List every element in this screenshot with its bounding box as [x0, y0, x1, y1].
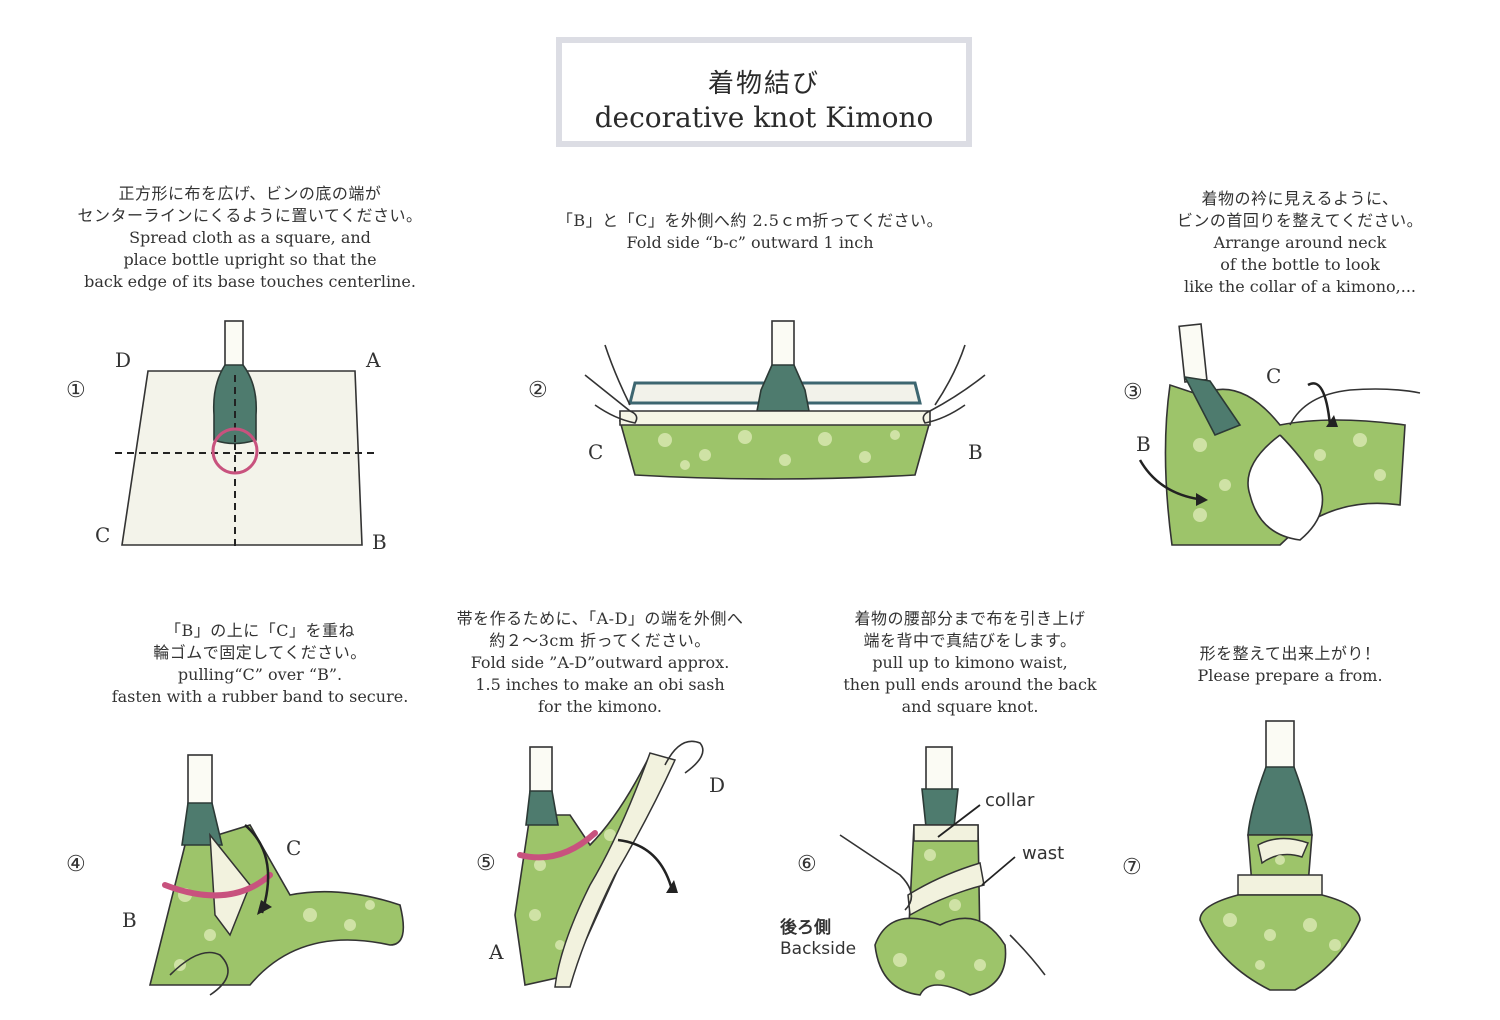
annotation-backside-en: Backside [780, 939, 857, 959]
caption-line: pull up to kimono waist, [872, 653, 1068, 672]
caption-line: then pull ends around the back [843, 675, 1097, 694]
caption-line: Fold side “b-c” outward 1 inch [626, 233, 874, 252]
annotation-collar: collar [985, 790, 1035, 811]
step-7-illustration [1199, 720, 1361, 991]
annotation-backside-jp: 後ろ側 [780, 918, 831, 938]
caption-line: 1.5 inches to make an obi sash [475, 675, 725, 694]
step-4-caption: 「B」の上に「C」を重ね 輪ゴムで固定してください。 pulling“C” ov… [80, 620, 440, 708]
caption-line: and square knot. [901, 697, 1039, 716]
caption-line: like the collar of a kimono,... [1183, 277, 1417, 296]
corner-label-d: D [115, 348, 132, 372]
step-5-number: ⑤ [476, 851, 496, 876]
caption-line: back edge of its base touches centerline… [84, 272, 416, 291]
edge-label-b: B [968, 440, 983, 464]
step-1-illustration [115, 320, 375, 551]
step-6-caption: 着物の腰部分まで布を引き上げ 端を背中で真結びをします。 pull up to … [800, 608, 1140, 718]
step-6-number: ⑥ [797, 852, 817, 877]
corner-label-c: C [95, 523, 111, 547]
annotation-waist: wast [1022, 843, 1065, 864]
caption-line: Fold side ”A-D”outward approx. [470, 653, 730, 672]
caption-line: place bottle upright so that the [123, 250, 377, 269]
caption-line: pulling“C” over “B”. [177, 665, 343, 684]
corner-label-a: A [366, 348, 381, 372]
step-3-number: ③ [1123, 380, 1143, 405]
title-english: decorative knot Kimono [594, 101, 934, 134]
step-6-illustration [839, 746, 1046, 996]
step-1-caption: 正方形に布を広げ、ビンの底の端が センターラインにくるように置いてください。 S… [40, 183, 460, 293]
caption-line: ビンの首回りを整えてください。 [1176, 211, 1424, 230]
caption-line: 正方形に布を広げ、ビンの底の端が [118, 184, 382, 203]
step-3-illustration [1138, 323, 1421, 546]
corner-label-b: B [1136, 432, 1151, 456]
caption-line: Arrange around neck [1213, 233, 1387, 252]
caption-line: 端を背中で真結びをします。 [863, 631, 1077, 650]
caption-line: 約２～3cm 折ってください。 [489, 631, 711, 650]
caption-line: 「B」と「C」を外側へ約 2.5ｃｍ折ってください。 [556, 211, 944, 230]
step-5-caption: 帯を作るために、「A-D」の端を外側へ 約２～3cm 折ってください。 Fold… [420, 608, 780, 718]
caption-line: 「B」の上に「C」を重ね [164, 621, 355, 640]
step-1-number: ① [66, 378, 86, 403]
caption-line: センターラインにくるように置いてください。 [77, 206, 423, 225]
step-2-illustration [584, 320, 986, 480]
corner-label-a: A [489, 940, 504, 964]
edge-label-c: C [286, 836, 302, 860]
caption-line: Please prepare a from. [1197, 666, 1383, 685]
title-box: 着物結び decorative knot Kimono [556, 37, 972, 147]
caption-line: 着物の腰部分まで布を引き上げ [854, 609, 1086, 628]
caption-line: fasten with a rubber band to secure. [111, 687, 409, 706]
caption-line: 帯を作るために、「A-D」の端を外側へ [456, 609, 744, 628]
step-2-caption: 「B」と「C」を外側へ約 2.5ｃｍ折ってください。 Fold side “b-… [520, 210, 980, 254]
edge-label-b: B [122, 908, 137, 932]
caption-line: 形を整えて出来上がり！ [1199, 644, 1381, 663]
step-7-caption: 形を整えて出来上がり！ Please prepare a from. [1150, 643, 1430, 687]
caption-line: 輪ゴムで固定してください。 [153, 643, 367, 662]
corner-label-d: D [709, 773, 726, 797]
title-japanese: 着物結び [707, 69, 820, 99]
edge-label-c: C [588, 440, 604, 464]
caption-line: 着物の衿に見えるように、 [1201, 189, 1399, 208]
annotation-backside: 後ろ側 Backside [780, 918, 856, 960]
caption-line: of the bottle to look [1220, 255, 1380, 274]
step-7-number: ⑦ [1122, 855, 1142, 880]
caption-line: for the kimono. [538, 697, 662, 716]
step-4-number: ④ [66, 852, 86, 877]
step-4-illustration [148, 754, 405, 996]
corner-label-c: C [1266, 364, 1282, 388]
corner-label-b: B [372, 530, 387, 554]
caption-line: Spread cloth as a square, and [129, 228, 371, 247]
step-5-illustration [514, 740, 704, 988]
step-3-caption: 着物の衿に見えるように、 ビンの首回りを整えてください。 Arrange aro… [1140, 188, 1460, 298]
step-2-number: ② [528, 378, 548, 403]
